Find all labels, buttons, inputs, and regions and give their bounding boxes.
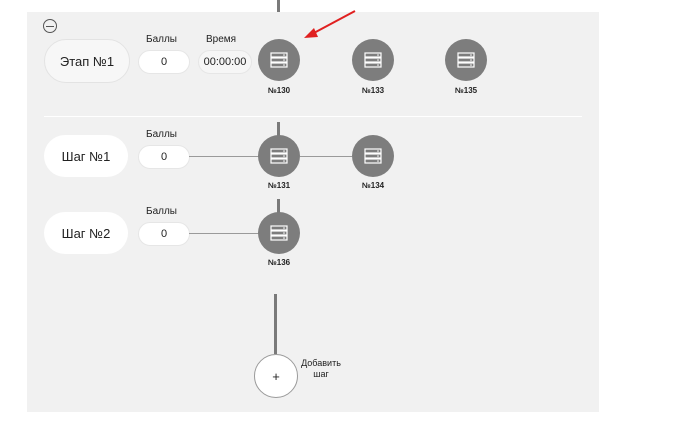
plus-icon: +: [272, 368, 280, 384]
step2-score-label: Баллы: [146, 206, 177, 217]
step1-node-label: №131: [267, 181, 291, 190]
add-step-label[interactable]: Добавить шаг: [301, 358, 341, 379]
step2-title: Шаг №2: [61, 225, 111, 241]
step1-node-connector: [300, 156, 352, 157]
server-icon: [270, 52, 288, 68]
stage-node-label: №135: [454, 86, 478, 95]
step1-node-131[interactable]: [258, 135, 300, 177]
stage-score-field: 0: [138, 50, 190, 74]
stage-title: Этап №1: [59, 53, 115, 69]
step1-node-134[interactable]: [352, 135, 394, 177]
server-icon: [364, 148, 382, 164]
step1-score-field: 0: [138, 145, 190, 169]
stage-node-label: №133: [361, 86, 385, 95]
stage-title-pill[interactable]: Этап №1: [44, 39, 130, 83]
step2-connector: [189, 233, 259, 234]
step1-top-connector: [277, 122, 280, 136]
workflow-panel: [27, 12, 599, 412]
top-connector-line: [277, 0, 280, 12]
section-divider: [44, 116, 582, 117]
step2-score-value: 0: [160, 228, 168, 240]
stage-time-label: Время: [206, 34, 237, 45]
step2-score-field: 0: [138, 222, 190, 246]
step2-top-connector: [277, 199, 280, 213]
server-icon: [270, 148, 288, 164]
stage-node-label: №130: [267, 86, 291, 95]
stage-score-label: Баллы: [146, 34, 177, 45]
step1-title-pill[interactable]: Шаг №1: [44, 135, 128, 177]
step1-score-label: Баллы: [146, 129, 177, 140]
stage-node-135[interactable]: [445, 39, 487, 81]
add-step-connector: [274, 294, 277, 354]
server-icon: [364, 52, 382, 68]
stage-time-value: 00:00:00: [203, 56, 247, 68]
step1-score-value: 0: [160, 151, 168, 163]
stage-score-value: 0: [160, 56, 168, 68]
step2-title-pill[interactable]: Шаг №2: [44, 212, 128, 254]
step2-node-136[interactable]: [258, 212, 300, 254]
server-icon: [270, 225, 288, 241]
step2-node-label: №136: [267, 258, 291, 267]
stage-time-field: 00:00:00: [198, 50, 252, 74]
red-arrow-icon: [304, 10, 356, 38]
step1-node-label: №134: [361, 181, 385, 190]
step1-connector: [189, 156, 259, 157]
stage-node-133[interactable]: [352, 39, 394, 81]
stage-node-130[interactable]: [258, 39, 300, 81]
add-step-button[interactable]: +: [254, 354, 298, 398]
step1-title: Шаг №1: [61, 148, 111, 164]
server-icon: [457, 52, 475, 68]
collapse-icon[interactable]: [43, 19, 57, 33]
